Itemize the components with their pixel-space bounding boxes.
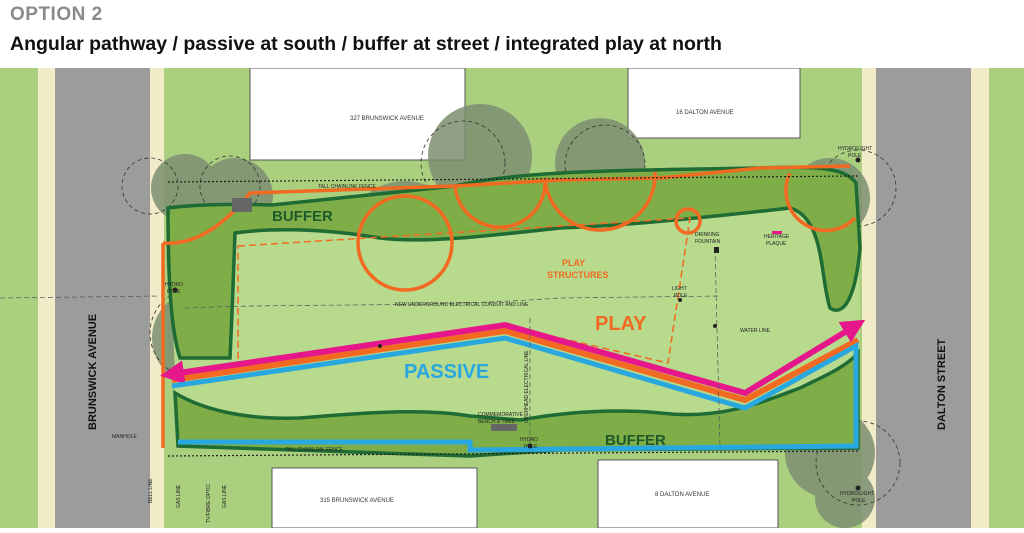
hydro-pole-west-label-1: HYDRO xyxy=(165,282,183,288)
water-line-label: WATER LINE xyxy=(740,328,771,334)
west-feature-symbol xyxy=(232,198,252,212)
south-fence xyxy=(167,450,859,457)
heritage-plaque-label-2: PLAQUE xyxy=(766,241,787,247)
building-315-label: 315 BRUNSWICK AVENUE xyxy=(320,498,394,504)
conduit-label: NEW UNDERGROUND ELECTRICAL CONDUIT AND L… xyxy=(395,302,529,308)
pole-symbols xyxy=(172,157,861,491)
north-fence xyxy=(167,175,859,183)
gas-line-2-label: GAS LINE xyxy=(222,484,228,508)
dalton-street-label: DALTON STREET xyxy=(936,338,948,430)
south-buffer-zone xyxy=(175,353,858,456)
dalton-sidewalk-east xyxy=(971,68,989,528)
drinking-fountain-symbol xyxy=(714,247,719,253)
light-pole-label-1: LIGHT xyxy=(672,286,687,292)
gas-line-1-label: GAS LINE xyxy=(176,484,182,508)
play-zone-tree-circles xyxy=(356,171,857,292)
west-utility-line xyxy=(0,295,161,299)
overhead-line-label: OVERHEAD ELECTRICAL LINE xyxy=(524,350,530,423)
pathway-magenta-edge xyxy=(160,319,866,397)
brunswick-street-pavement xyxy=(55,68,150,528)
building-8-label: 8 DALTON AVENUE xyxy=(655,492,709,498)
bench-label-1: COMMEMORATIVE xyxy=(478,412,524,418)
page-title: Angular pathway / passive at south / buf… xyxy=(10,33,722,55)
tv-fibre-label: TV/FIBRE OPTIC xyxy=(206,483,212,523)
bench-label-2: BENCH & TREE xyxy=(478,419,516,425)
water-line xyxy=(714,247,721,449)
building-327-label: 327 BRUNSWICK AVENUE xyxy=(350,116,424,122)
fence-south-label: TALL CHAINLINK FENCE xyxy=(285,447,343,453)
heritage-plaque-symbol xyxy=(772,231,782,234)
building-315-brunswick xyxy=(271,467,478,529)
brunswick-sidewalk-west xyxy=(38,68,55,528)
buffer-north-label: BUFFER xyxy=(272,208,333,225)
building-327-brunswick xyxy=(249,67,466,161)
drinking-fountain-label-1: DRINKING xyxy=(695,232,720,238)
play-structures-label-2: STRUCTURES xyxy=(547,270,609,280)
bell-line-label: BELL LINE xyxy=(148,478,154,503)
manhole-label: MANHOLE xyxy=(112,434,137,440)
fence-north-label: TALL CHAINLINK FENCE xyxy=(318,184,376,190)
option-label: OPTION 2 xyxy=(10,4,103,25)
site-plan-svg: 327 BRUNSWICK AVENUE 16 DALTON AVENUE 31… xyxy=(0,67,1024,529)
pathway-blue-edge xyxy=(171,335,859,453)
dalton-street-pavement xyxy=(876,68,971,528)
buffer-south-label: BUFFER xyxy=(605,432,666,449)
bench-symbol xyxy=(491,424,517,431)
heritage-plaque-label-1: HERITAGE xyxy=(764,234,790,240)
north-buffer-zone xyxy=(168,167,860,358)
hydrolight-ne-label-2: POLE xyxy=(848,153,862,159)
building-16-dalton xyxy=(627,67,801,139)
north-buffer-outline xyxy=(166,165,862,360)
site-plan: 327 BRUNSWICK AVENUE 16 DALTON AVENUE 31… xyxy=(0,67,1024,529)
hydrolight-ne-label-1: HYDRO/LIGHT xyxy=(838,146,872,152)
play-label: PLAY xyxy=(595,313,647,335)
header: OPTION 2 Angular pathway / passive at so… xyxy=(0,0,1024,68)
building-8-dalton xyxy=(597,459,779,529)
building-16-label: 16 DALTON AVENUE xyxy=(676,110,734,116)
brunswick-avenue-label: BRUNSWICK AVENUE xyxy=(87,314,99,430)
hydrolight-se-label-2: POLE xyxy=(852,498,866,504)
light-pole-label-2: POLE xyxy=(674,293,688,299)
drinking-fountain-label-2: FOUNTAIN xyxy=(695,239,721,245)
hydro-pole-south-label-1: HYDRO xyxy=(520,437,538,443)
conduit-line xyxy=(184,295,721,309)
hydrolight-se-label-1: HYDRO/LIGHT xyxy=(840,491,874,497)
passive-label: PASSIVE xyxy=(404,361,489,383)
play-structures-label-1: PLAY xyxy=(562,258,585,268)
